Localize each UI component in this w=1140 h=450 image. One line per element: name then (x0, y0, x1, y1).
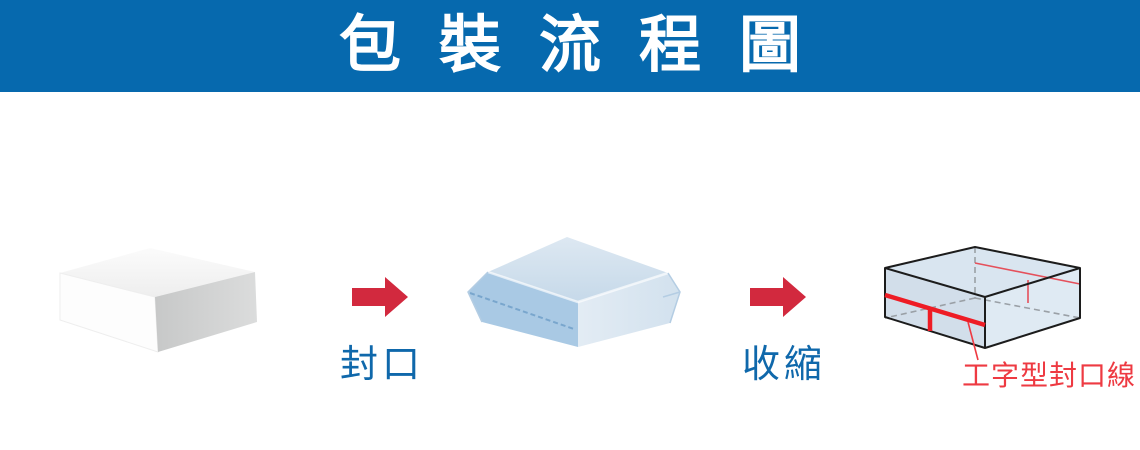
seal-line-callout: 工字型封口線 (962, 360, 1137, 391)
film-seam-dashed-line (469, 292, 575, 330)
box-top-face (60, 248, 255, 297)
film-fold-highlight (487, 270, 669, 304)
film-right-face (578, 273, 680, 347)
callout-leader-line (967, 321, 979, 361)
film-left-face (468, 272, 578, 347)
right-arrow-icon (352, 277, 408, 317)
transition-label-shrink: 收縮 (741, 344, 826, 386)
header-banner: 包裝流程圖 (0, 0, 1140, 92)
transition-label-seal: 封口 (339, 344, 424, 386)
i-shape-seal-line (884, 292, 986, 331)
right-arrow-icon (750, 277, 806, 317)
hidden-edges-dashed (884, 247, 1081, 319)
plain-box-illustration (59, 248, 257, 353)
box-top-face (885, 247, 1080, 297)
box-outline-edges (884, 246, 1081, 349)
film-wrapped-box-illustration (467, 237, 681, 347)
arrow-glyph (750, 277, 806, 317)
arrow-glyph (352, 277, 408, 317)
shrunk-box-illustration (884, 246, 1081, 361)
film-right-tip-crease (662, 272, 681, 324)
page-title: 包裝流程圖 (338, 11, 839, 80)
box-right-face (155, 272, 257, 352)
film-left-tip-crease (467, 271, 489, 323)
box-right-face (985, 268, 1080, 348)
